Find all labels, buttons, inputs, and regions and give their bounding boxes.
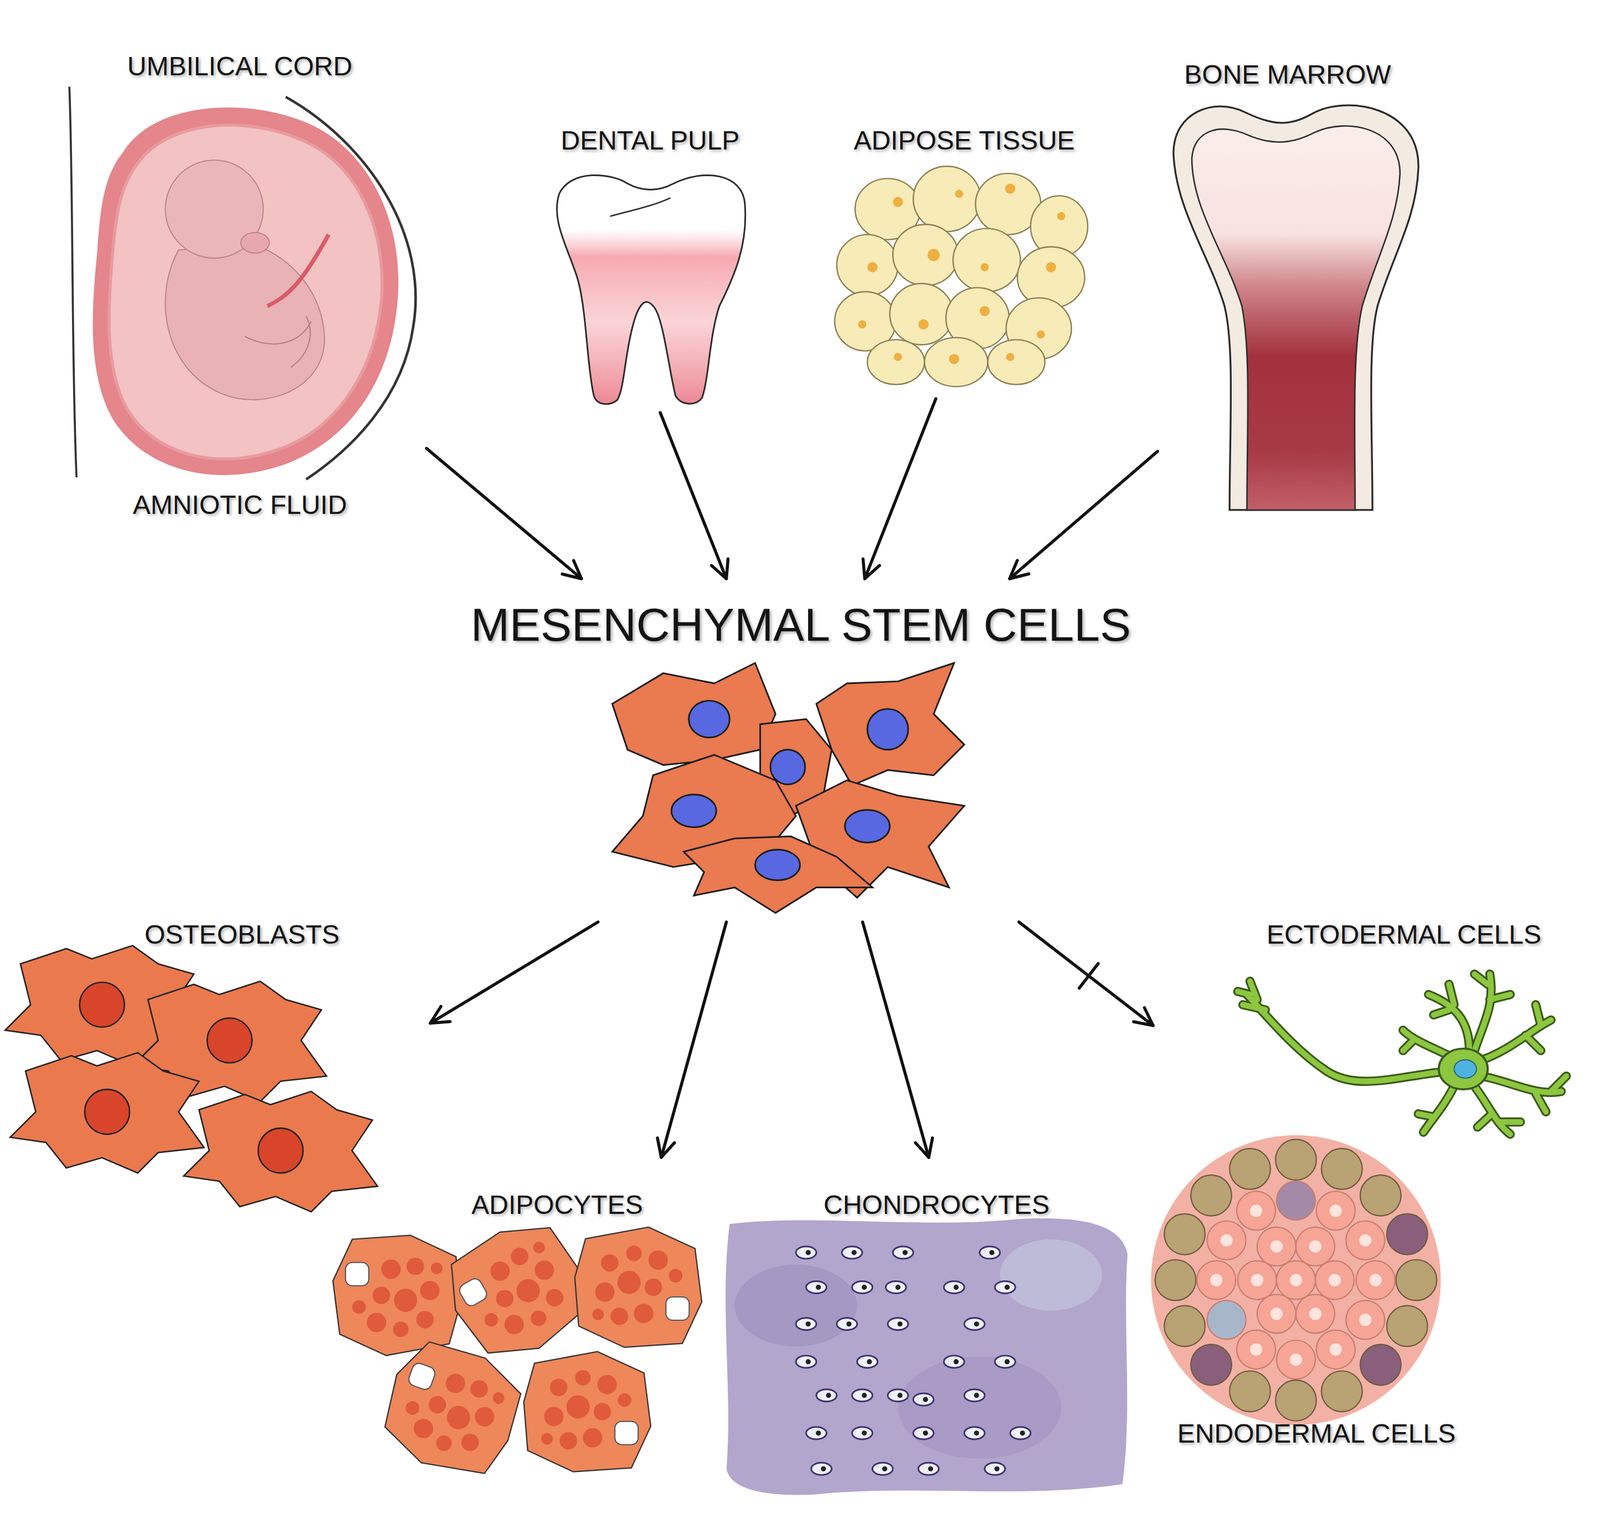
arrow-connector [660, 412, 728, 579]
ectoderm-group: ECTODERMAL CELLS [1153, 902, 1591, 1141]
arrow-connector [862, 398, 936, 579]
inhibition-bar [1079, 963, 1099, 989]
adipocyte-illustration [332, 1207, 702, 1489]
tooth-illustration [551, 175, 755, 414]
arrow-head [862, 558, 880, 579]
fetus-illustration [69, 86, 416, 480]
arrow-connector [862, 922, 933, 1158]
arrow-line [862, 922, 929, 1158]
arrow-line [864, 398, 936, 579]
arrow-head [1133, 1007, 1154, 1026]
endoderm-illustration [1150, 1135, 1441, 1425]
node-label: DENTAL PULP [561, 125, 740, 156]
osteoblast-illustration [4, 945, 378, 1212]
node-label: ECTODERMAL CELLS [1266, 919, 1542, 950]
node-label: OSTEOBLASTS [144, 919, 340, 950]
source-bone: BONE MARROW [1157, 49, 1429, 521]
arrow-head [657, 1138, 675, 1158]
neuron-illustration [1237, 974, 1567, 1135]
arrow-head [562, 560, 582, 579]
arrow-connector [430, 922, 599, 1024]
arrow-connector [1009, 451, 1158, 579]
stem-cell-group: MESENCHYMAL STEM CELLS [443, 578, 1161, 923]
arrow-line [1009, 451, 1158, 579]
node-label: CHONDROCYTES [823, 1189, 1050, 1221]
arrow-line [661, 922, 727, 1158]
stem-cell-illustration [611, 662, 965, 913]
node-label: ENDODERMAL CELLS [1177, 1418, 1456, 1449]
arrow-line [430, 922, 599, 1024]
arrow-head [430, 1006, 451, 1023]
arrow-connector [1019, 922, 1154, 1026]
bone-illustration [1173, 105, 1419, 511]
chondrocyte-group: CHONDROCYTES [719, 1157, 1133, 1501]
endoderm-group: ENDODERMAL CELLS [1146, 1141, 1479, 1486]
node-label: MESENCHYMAL STEM CELLS [470, 598, 1131, 652]
adipose-illustration [834, 166, 1088, 387]
source-fetus: UMBILICAL CORD AMNIOTIC FLUID [60, 33, 427, 532]
arrow-head [915, 1138, 933, 1158]
node-label: ADIPOSE TISSUE [853, 125, 1075, 156]
adipocyte-group: ADIPOCYTES [331, 1157, 709, 1490]
arrow-line [1019, 922, 1154, 1026]
arrow-line [660, 412, 727, 579]
arrow-head [711, 558, 729, 579]
node-label: AMNIOTIC FLUID [132, 489, 348, 521]
arrow-line [426, 448, 582, 579]
arrow-connector [426, 448, 582, 579]
cartilage-illustration [725, 1218, 1128, 1496]
source-adipose: ADIPOSE TISSUE [833, 110, 1097, 399]
osteoblast-group: OSTEOBLASTS [20, 916, 431, 1213]
arrow-connector [657, 922, 727, 1158]
node-label: BONE MARROW [1184, 59, 1391, 90]
source-tooth: DENTAL PULP [545, 110, 756, 413]
arrow-head [1009, 560, 1030, 579]
node-label: UMBILICAL CORD [127, 50, 353, 82]
node-label: ADIPOCYTES [471, 1189, 643, 1221]
